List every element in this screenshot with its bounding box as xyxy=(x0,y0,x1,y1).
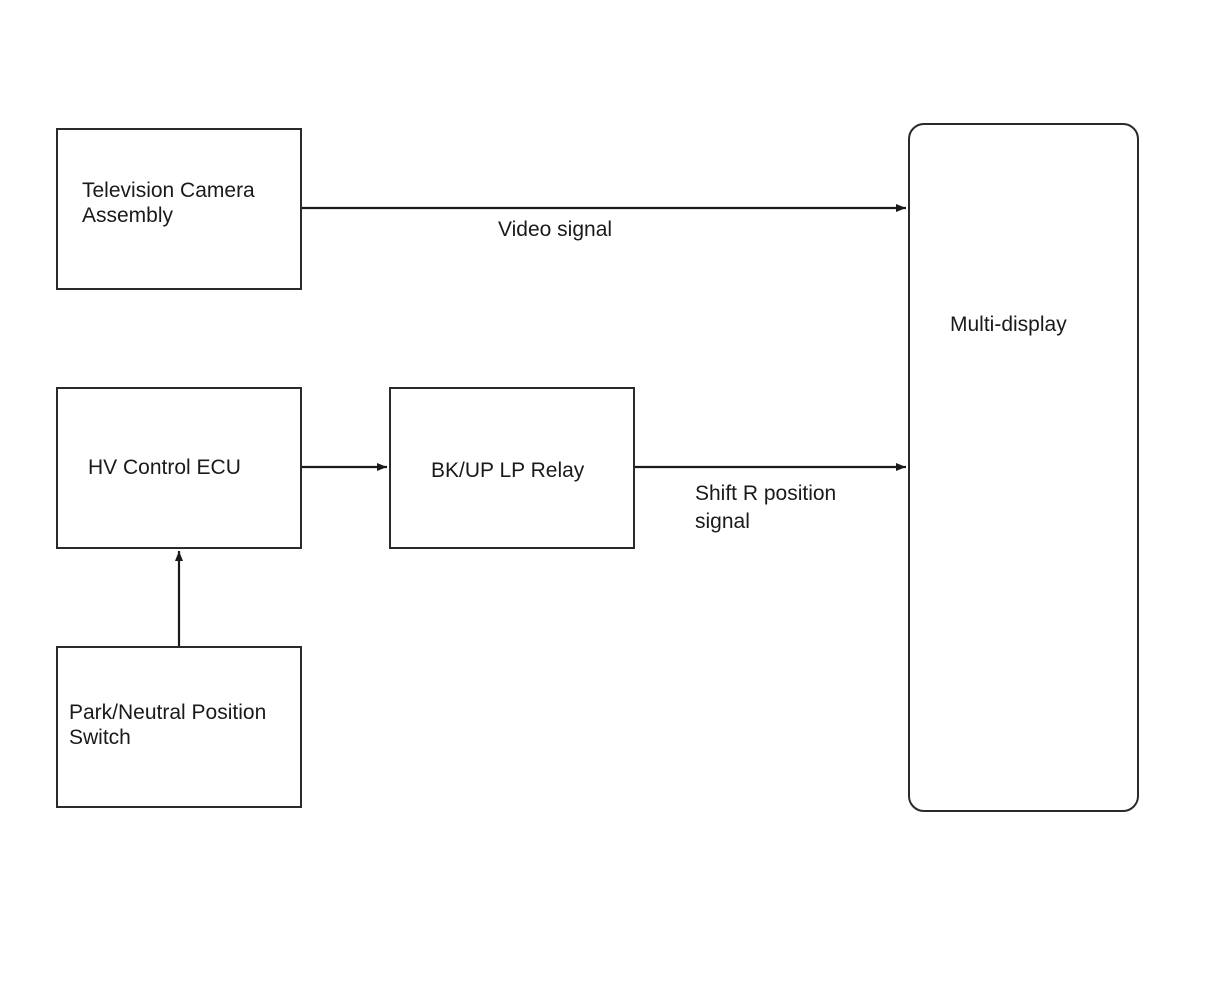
node-label-line: Park/Neutral Position xyxy=(69,701,267,724)
edge-label-shift-r-position-signal: Shift R position signal xyxy=(695,480,836,536)
node-label: Multi-display xyxy=(950,313,1067,336)
node-label-line: Switch xyxy=(69,726,131,749)
node-hv-control-ecu: HV Control ECU xyxy=(56,387,302,549)
node-label-line: Television Camera xyxy=(82,179,255,202)
node-label: HV Control ECU xyxy=(88,456,241,479)
edge-label-line: signal xyxy=(695,510,750,533)
edge-label-line: Shift R position xyxy=(695,482,837,505)
edge-label-video-signal: Video signal xyxy=(498,218,613,241)
node-television-camera-assembly: Television Camera Assembly xyxy=(56,128,302,290)
node-label: Television Camera Assembly xyxy=(82,178,255,228)
node-park-neutral-position-switch: Park/Neutral Position Switch xyxy=(56,646,302,808)
node-label: BK/UP LP Relay xyxy=(431,459,585,482)
node-bk-up-lp-relay: BK/UP LP Relay xyxy=(389,387,635,549)
node-multi-display: Multi-display xyxy=(908,123,1139,812)
node-label: Park/Neutral Position Switch xyxy=(69,700,266,750)
node-label-line: Assembly xyxy=(82,204,174,227)
